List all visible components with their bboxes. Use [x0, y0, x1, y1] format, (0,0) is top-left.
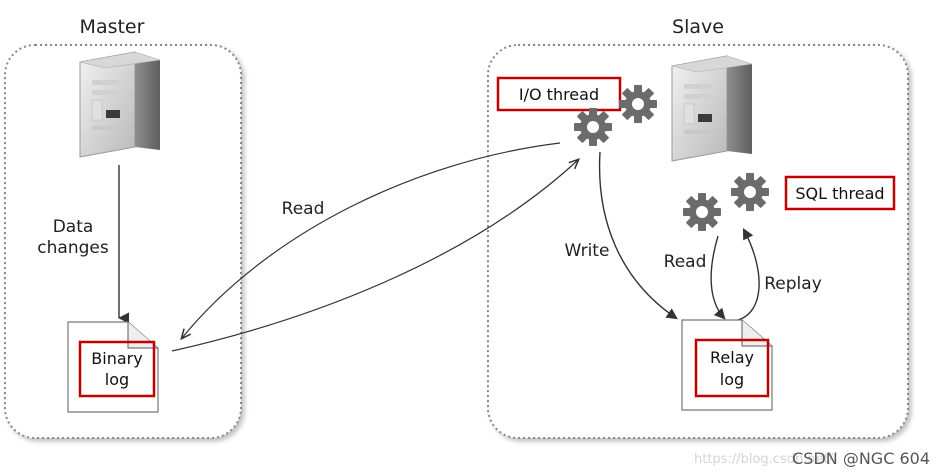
sql-thread-label: SQL thread: [795, 184, 884, 203]
watermark-author: CSDN @NGC 604: [792, 449, 930, 468]
master-server-icon: [79, 51, 161, 158]
read-data-arrow: [171, 160, 578, 352]
write-arrow: [598, 151, 678, 320]
read-slave-label: Read: [664, 252, 707, 272]
slave-server-icon: [671, 55, 753, 162]
sql-read-arrow: [710, 235, 726, 320]
write-label: Write: [565, 241, 610, 261]
slave-title: Slave: [672, 16, 724, 38]
io-thread-highlight: [496, 76, 622, 112]
relay-log-label-line1: Relay: [710, 348, 754, 367]
master-title: Master: [80, 16, 145, 38]
relay-log-highlight: [694, 338, 770, 398]
binary-log-highlight: [78, 340, 156, 398]
read-request-arrow: [182, 142, 561, 338]
relay-log-label-line2: log: [720, 370, 744, 389]
replay-arrow: [737, 228, 760, 321]
watermark-url: https://blog.csdn.net/: [694, 452, 834, 467]
data-changes-label-line1: Data: [53, 217, 94, 237]
data-changes-label-line2: changes: [37, 238, 109, 258]
io-thread-label: I/O thread: [519, 85, 599, 104]
read-master-label: Read: [282, 199, 325, 219]
binary-log-label-line1: Binary: [91, 349, 142, 368]
sql-thread-highlight: [784, 175, 896, 211]
binary-log-label-line2: log: [105, 370, 129, 389]
replay-label: Replay: [764, 274, 822, 294]
